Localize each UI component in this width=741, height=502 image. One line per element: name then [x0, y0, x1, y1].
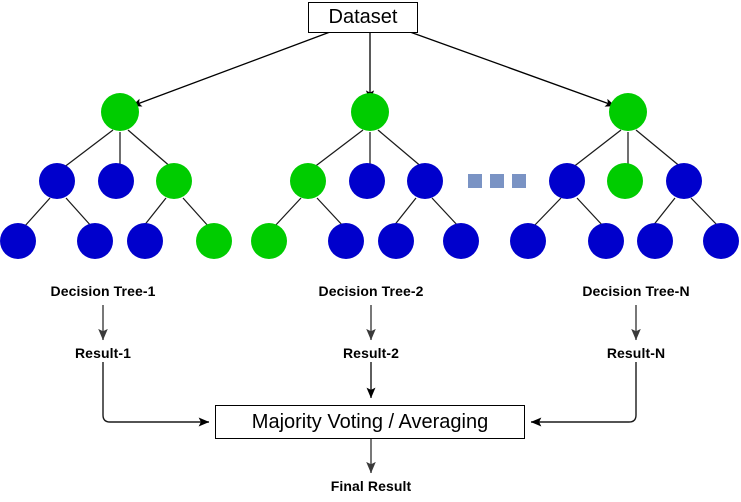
tree-n-edges	[532, 129, 720, 228]
tree-n-leaf-node-1	[510, 223, 546, 259]
tree-2-caption: Decision Tree-2	[318, 283, 424, 299]
ellipsis-square-3	[512, 174, 526, 188]
tree-n-caption: Decision Tree-N	[582, 283, 690, 299]
dataset-label: Dataset	[328, 6, 398, 28]
tree-n-level2-node-1	[549, 163, 585, 199]
tree-1-level2-node-1	[39, 163, 75, 199]
tree-1-edges	[23, 129, 210, 228]
tree-2-leaf-node-1	[251, 223, 287, 259]
tree-n-level2-node-3	[666, 163, 702, 199]
tree-2-root-node	[351, 93, 389, 131]
ellipsis-square-2	[490, 174, 504, 188]
dataset-box: Dataset	[308, 2, 418, 33]
tree-2-level2-node-2	[349, 163, 385, 199]
final-result-label: Final Result	[330, 478, 412, 494]
tree-1-leaf-node-4	[196, 223, 232, 259]
tree-2-leaf-node-3	[378, 223, 414, 259]
result-2-label: Result-2	[342, 345, 400, 361]
tree-2-leaf-node-2	[328, 223, 364, 259]
tree-1-leaf-node-2	[77, 223, 113, 259]
tree-1-leaf-node-3	[127, 223, 163, 259]
aggregator-box: Majority Voting / Averaging	[215, 405, 525, 439]
tree-1-leaf-node-1	[0, 223, 36, 259]
tree-1-caption: Decision Tree-1	[50, 283, 156, 299]
tree-n-level2-node-2	[607, 163, 643, 199]
tree-n-root-node	[609, 93, 647, 131]
tree-2-leaf-node-4	[443, 223, 479, 259]
tree-n-leaf-node-4	[703, 223, 739, 259]
tree-2-level2-node-3	[407, 163, 443, 199]
tree-n-leaf-node-3	[637, 223, 673, 259]
tree-n-leaf-node-2	[588, 223, 624, 259]
aggregator-label: Majority Voting / Averaging	[251, 410, 489, 433]
result-to-aggregator-arrows	[102, 362, 637, 427]
result-n-label: Result-N	[606, 345, 666, 361]
tree-1-root-node	[101, 93, 139, 131]
result-1-label: Result-1	[74, 345, 132, 361]
tree-2-level2-node-1	[290, 163, 326, 199]
tree-to-result-arrows	[98, 305, 641, 341]
tree-2-edges	[273, 129, 460, 228]
tree-1-level2-node-3	[156, 163, 192, 199]
dataset-to-roots-arrows	[131, 31, 616, 107]
tree-1-level2-node-2	[98, 163, 134, 199]
ellipsis-square-1	[468, 174, 482, 188]
